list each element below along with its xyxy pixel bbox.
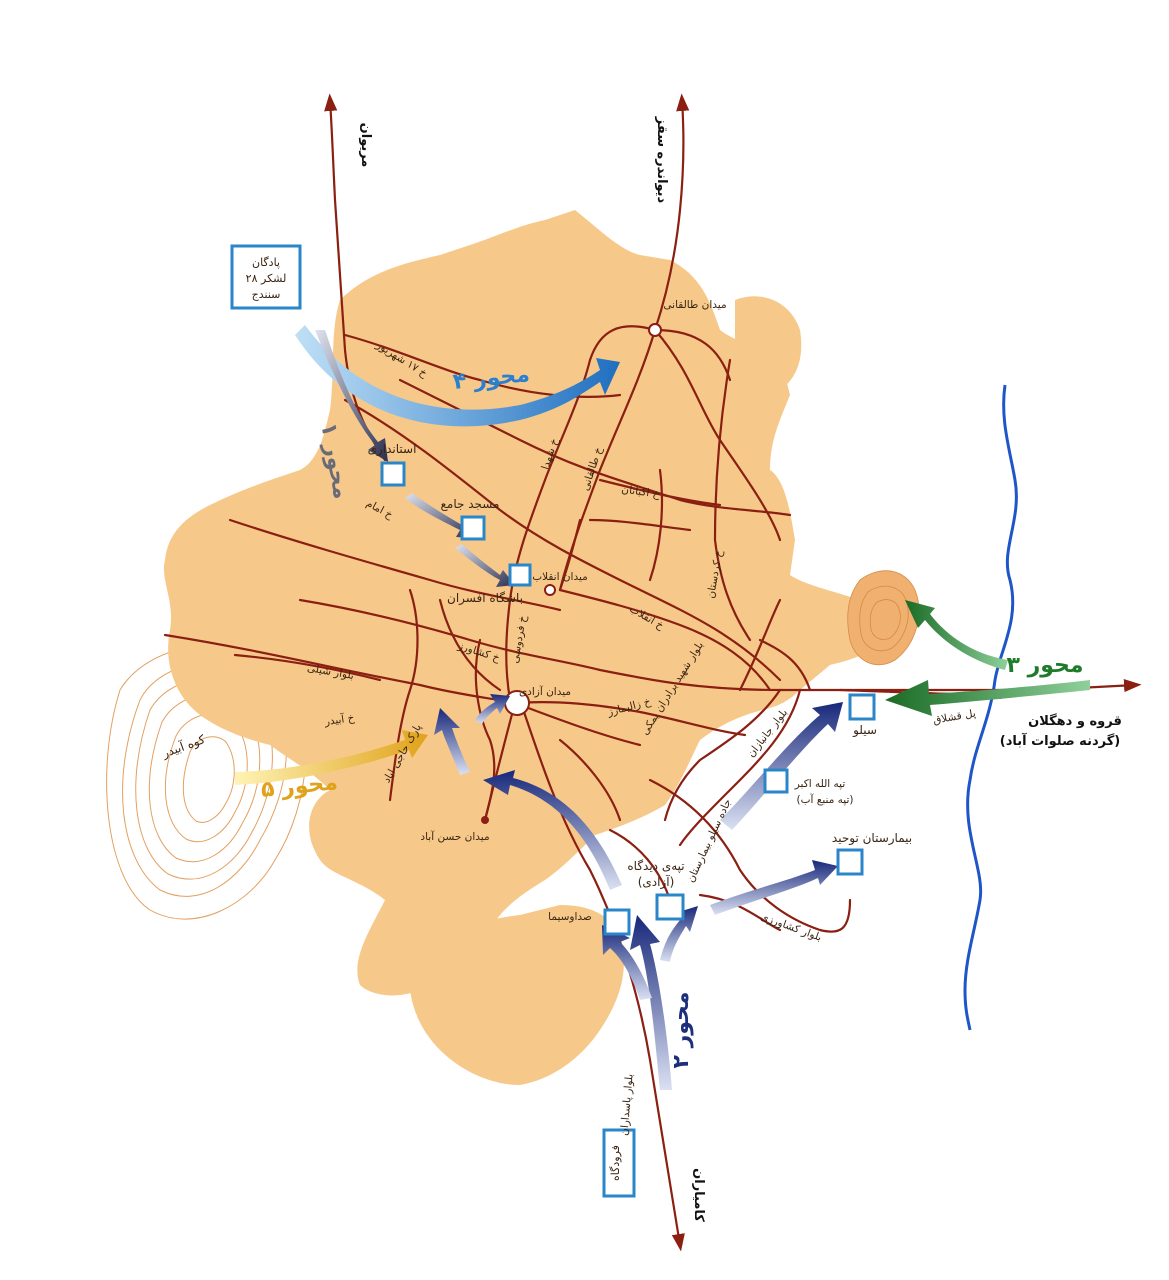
governorate-label: استانداری <box>368 442 417 457</box>
city-south-lobe <box>409 905 624 1085</box>
destination-qorveh: قروه و دهگلان <box>1028 713 1122 729</box>
airport-label: فرودگاه <box>609 1145 622 1181</box>
axis2-arrow-hospital <box>710 860 838 915</box>
hasanabad-square-marker <box>481 816 489 824</box>
sedavasima-label: صداوسیما <box>548 911 592 923</box>
tappeh-allahu-akbar-marker <box>763 768 789 794</box>
didgah-hill-label: تپه‌ی دیدگاه <box>627 859 684 873</box>
axis2-arrow-main-b <box>602 925 652 1000</box>
destination-divandarreh: دیواندره سقز <box>654 116 669 204</box>
street-abidar: خ آبیدر <box>323 711 355 728</box>
airport-box: فرودگاه <box>602 1128 636 1198</box>
axis2-arrow-west <box>475 694 510 724</box>
axis1-arrow-a <box>315 330 388 462</box>
garrison-box: پادگان لشکر ۲۸ سنندج <box>230 244 302 310</box>
axis4-arrow <box>295 325 620 427</box>
axis-arrows <box>235 325 1090 1090</box>
taleghani-square-marker <box>648 323 662 337</box>
kuh-abidar-label: کوه آبیدر <box>159 731 207 762</box>
didgah-hill-marker <box>655 893 685 921</box>
officers-club-marker <box>508 563 532 587</box>
axis2-arrow-main-a <box>630 915 672 1090</box>
mosque-label: مسجد جامع <box>441 497 500 511</box>
silo-label: سیلو <box>852 723 877 738</box>
axis1-arrow-b <box>405 493 475 538</box>
officers-club-label: باشگاه افسران <box>447 591 523 606</box>
axis1-arrow-c <box>455 544 515 587</box>
enghelab-square-label: میدان انقلاب <box>532 571 588 583</box>
mosque-marker <box>460 515 486 541</box>
towhid-hospital-label: بیمارستان توحید <box>832 831 912 846</box>
garrison-line3: سنندج <box>252 288 281 301</box>
river <box>963 384 1018 1031</box>
city-northeast-lobe <box>735 296 802 391</box>
axis3-arrow-b <box>905 600 1008 670</box>
street-ekbatan: خ اکباتان <box>621 483 661 500</box>
destination-kamyaran: کامیاران <box>691 1168 706 1222</box>
axis2-arrow-abidar <box>434 708 470 775</box>
taleghani-square-label: میدان طالقانی <box>663 299 726 311</box>
axis2-arrow-azadi <box>483 770 622 890</box>
axis2-label: محور ۲ <box>669 991 694 1068</box>
east-hill <box>847 570 920 666</box>
axis2-arrow-main-c <box>660 906 698 962</box>
destination-qorveh-sub: (گردنه صلوات آباد) <box>1000 732 1120 749</box>
towhid-hospital-marker <box>836 848 864 876</box>
location-markers <box>380 461 876 936</box>
axis3-arrow-a <box>885 680 1090 716</box>
didgah-hill-sub-label: (آزادی) <box>638 874 675 890</box>
axis2-arrow-silo <box>720 702 843 830</box>
sedavasima-marker <box>603 908 631 936</box>
tappeh-water-label: (تپه منبع آب) <box>797 793 854 806</box>
azadi-square-label: میدان آزادی <box>519 685 571 698</box>
tappeh-label: تپه الله اکبر <box>794 778 846 790</box>
bridge-label: پل قشلاق <box>932 707 977 726</box>
garrison-line2: لشکر ۲۸ <box>246 272 287 285</box>
axis3-label: محور ۳ <box>1006 653 1083 678</box>
destination-marivan: مریوان <box>358 123 373 168</box>
hasanabad-square-label: میدان حسن آباد <box>420 830 489 843</box>
silo-marker <box>848 693 876 721</box>
street-pasdaran: بلوار پاسداران <box>618 1073 635 1136</box>
governorate-marker <box>380 461 406 487</box>
enghelab-square-marker <box>544 584 556 596</box>
axis5-arrow <box>235 730 428 785</box>
garrison-line1: پادگان <box>252 256 280 269</box>
